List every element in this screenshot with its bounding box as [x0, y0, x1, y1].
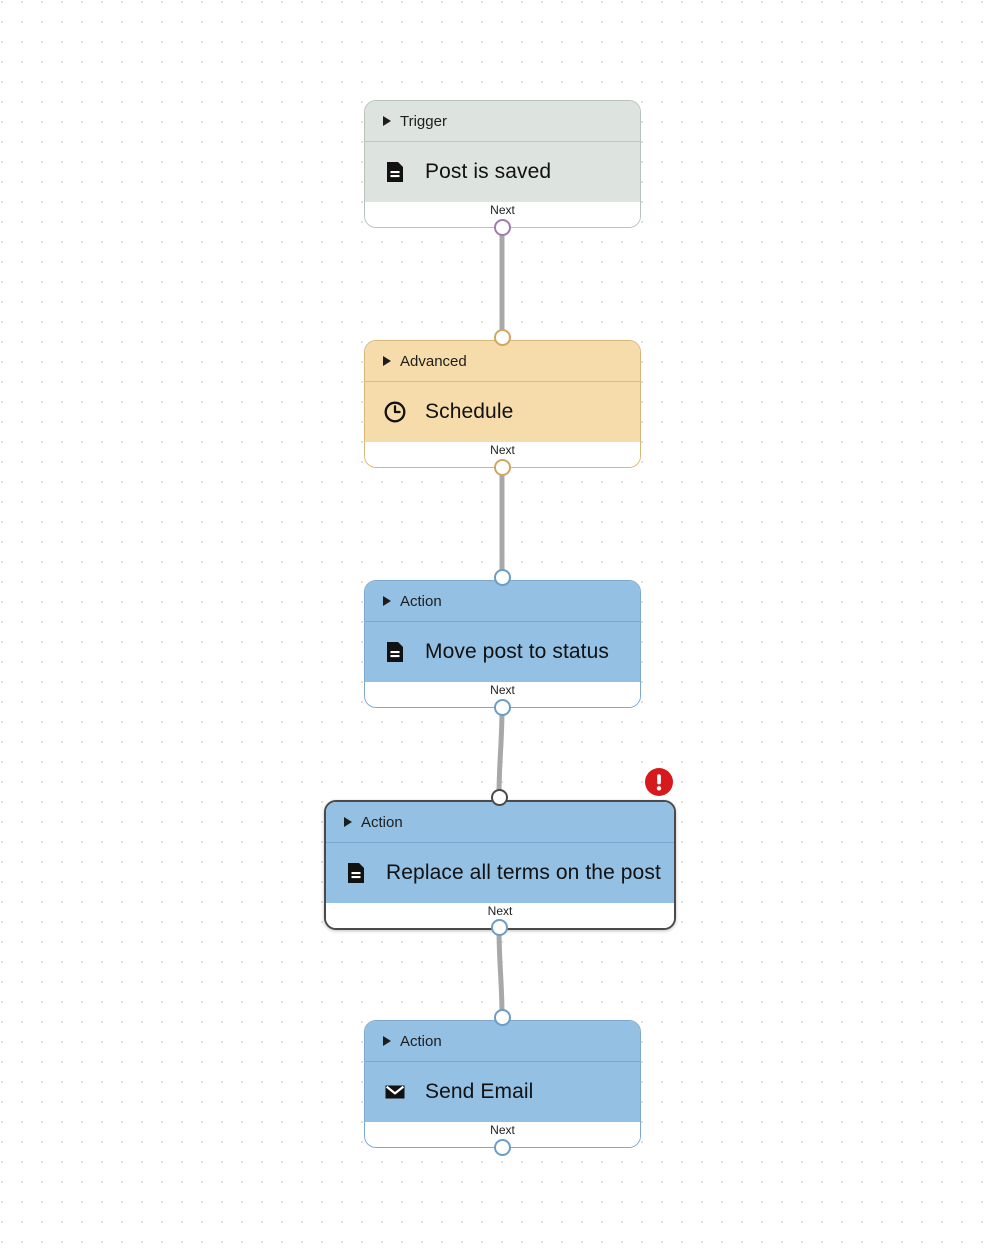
node-header[interactable]: Trigger: [365, 101, 640, 142]
port-out-action-replace-all-terms-on-the-post[interactable]: [491, 919, 508, 936]
error-badge[interactable]: [645, 768, 673, 796]
node-action-send-email[interactable]: Action Send Email Next: [364, 1020, 641, 1148]
port-out-action-send-email[interactable]: [494, 1139, 511, 1156]
node-title: Replace all terms on the post: [386, 861, 661, 884]
envelope-icon: [385, 1085, 405, 1099]
node-header-label: Advanced: [400, 352, 467, 370]
document-icon: [387, 642, 403, 662]
chevron-right-icon[interactable]: [383, 116, 391, 126]
chevron-right-icon[interactable]: [383, 1036, 391, 1046]
node-body[interactable]: Send Email: [365, 1062, 640, 1122]
port-in-advanced-schedule[interactable]: [494, 329, 511, 346]
node-title: Post is saved: [425, 160, 552, 183]
clock-icon: [384, 401, 406, 423]
edge-action-move-to-action-replace: [496, 704, 505, 800]
node-title: Schedule: [425, 400, 514, 423]
node-body[interactable]: Move post to status: [365, 622, 640, 682]
port-out-advanced-schedule[interactable]: [494, 459, 511, 476]
node-header-label: Action: [400, 592, 442, 610]
exclamation-icon: [656, 774, 662, 791]
port-out-trigger-post-is-saved[interactable]: [494, 219, 511, 236]
node-advanced-schedule[interactable]: Advanced Schedule Next: [364, 340, 641, 468]
node-action-replace-all-terms-on-the-post[interactable]: Action Replace all terms on the post Nex…: [324, 800, 676, 930]
node-header[interactable]: Action: [365, 1021, 640, 1062]
document-icon: [348, 863, 364, 883]
node-body[interactable]: Post is saved: [365, 142, 640, 202]
node-title: Send Email: [425, 1080, 534, 1103]
chevron-right-icon[interactable]: [344, 817, 352, 827]
port-in-action-send-email[interactable]: [494, 1009, 511, 1026]
port-in-action-move-post-to-status[interactable]: [494, 569, 511, 586]
port-out-action-move-post-to-status[interactable]: [494, 699, 511, 716]
node-body[interactable]: Schedule: [365, 382, 640, 442]
node-action-move-post-to-status[interactable]: Action Move post to status Next: [364, 580, 641, 708]
node-header-label: Trigger: [400, 112, 447, 130]
node-header[interactable]: Action: [365, 581, 640, 622]
node-body[interactable]: Replace all terms on the post: [326, 843, 674, 903]
node-header[interactable]: Action: [326, 802, 674, 843]
port-in-action-replace-all-terms-on-the-post[interactable]: [491, 789, 508, 806]
document-icon: [387, 162, 403, 182]
node-trigger-post-is-saved[interactable]: Trigger Post is saved Next: [364, 100, 641, 228]
node-header[interactable]: Advanced: [365, 341, 640, 382]
node-title: Move post to status: [425, 640, 609, 663]
node-header-label: Action: [400, 1032, 442, 1050]
node-header-label: Action: [361, 813, 403, 831]
chevron-right-icon[interactable]: [383, 356, 391, 366]
chevron-right-icon[interactable]: [383, 596, 391, 606]
edge-action-replace-to-action-send: [496, 924, 505, 1020]
